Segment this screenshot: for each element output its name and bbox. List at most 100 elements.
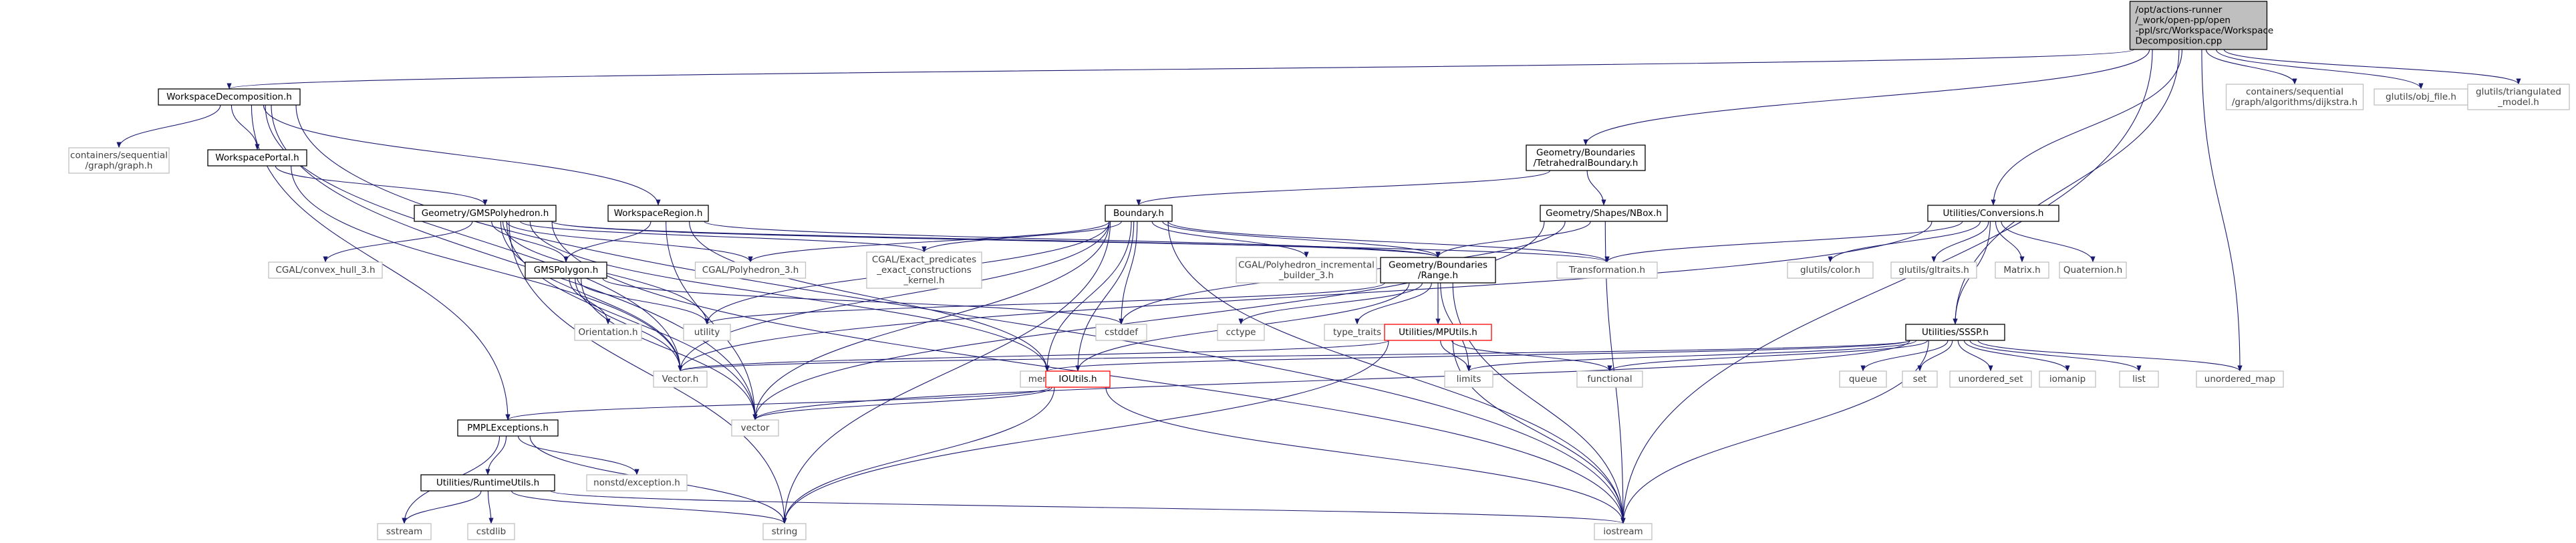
edge-boundary-to-vector_h	[678, 221, 1110, 372]
node-label-graph_h: /graph/graph.h	[86, 160, 153, 171]
node-box-cgal_inc	[1236, 257, 1377, 284]
node-label-dijkstra: containers/sequential	[2246, 86, 2343, 97]
edge-runtime-to-iostream	[550, 490, 1626, 524]
edge-wsregion-to-range	[704, 221, 1441, 258]
node-sssp[interactable]: Utilities/SSSP.h	[1905, 324, 2005, 341]
edge-boundary-to-range	[1162, 221, 1441, 258]
node-cstddef: cstddef	[1095, 324, 1147, 341]
node-box-cstdlib	[467, 523, 515, 540]
edge-sssp-to-unordered_map	[1977, 340, 2243, 372]
node-box-cgal_hull	[268, 261, 383, 279]
node-label-set: set	[1913, 374, 1927, 385]
node-vector: vector	[731, 419, 779, 437]
node-label-nbox: Geometry/Shapes/NBox.h	[1546, 208, 1662, 219]
edge-sssp-to-list	[1969, 340, 2142, 372]
node-box-trimodel	[2467, 84, 2570, 110]
node-orientation: Orientation.h	[574, 324, 642, 341]
edge-range-to-iostream	[1452, 282, 1626, 524]
node-box-list	[2119, 370, 2159, 388]
node-box-cctype	[1217, 324, 1265, 341]
node-queue: queue	[1839, 370, 1887, 388]
node-box-sssp	[1905, 324, 2005, 341]
node-cgal_hull: CGAL/convex_hull_3.h	[268, 261, 383, 279]
node-box-matrix	[1995, 261, 2049, 279]
edge-range-to-utility	[704, 282, 1385, 325]
node-ioutils[interactable]: IOUtils.h	[1045, 370, 1111, 388]
node-pmplexc[interactable]: PMPLExceptions.h	[457, 419, 559, 437]
node-box-runtime	[420, 474, 555, 492]
node-box-limits	[1444, 370, 1493, 388]
edge-wsportal-to-gmspoly	[275, 165, 488, 206]
node-wsregion[interactable]: WorkspaceRegion.h	[607, 205, 709, 222]
node-box-pmplexc	[457, 419, 559, 437]
node-box-iostream	[1594, 523, 1653, 540]
node-label-iostream: iostream	[1603, 526, 1642, 537]
node-box-color	[1787, 261, 1874, 279]
edge-boundary-to-iostream	[1167, 221, 1626, 524]
edge-conversions-to-color	[1828, 221, 1981, 263]
edge-tetra-to-nbox	[1586, 170, 1606, 206]
edge-wsportal-to-vector_h	[291, 165, 683, 372]
edge-root-to-unordered_map	[2201, 49, 2243, 372]
edge-ioutils-to-vector	[752, 387, 1052, 421]
node-conversions[interactable]: Utilities/Conversions.h	[1927, 205, 2059, 222]
node-transformation: Transformation.h	[1556, 261, 1658, 279]
edge-sssp-to-vector_h	[678, 340, 1910, 372]
edge-boundary-to-cgal_inc	[1151, 221, 1309, 258]
edge-boundary-to-ioutils	[1075, 221, 1135, 372]
node-label-root: /opt/actions-runner	[2136, 5, 2223, 15]
node-wsportal[interactable]: WorkspacePortal.h	[207, 149, 307, 167]
node-box-quaternion	[2059, 261, 2127, 279]
node-iomanip: iomanip	[2039, 370, 2096, 388]
node-gmspolygon[interactable]: GMSPolygon.h	[525, 261, 607, 279]
edge-root-to-wsdecomp	[227, 49, 2135, 90]
edge-root-to-conversions	[1991, 49, 2182, 206]
node-mputils[interactable]: Utilities/MPUtils.h	[1384, 324, 1492, 341]
node-range[interactable]: Geometry/Boundaries/Range.h	[1380, 257, 1496, 284]
node-label-iomanip: iomanip	[2049, 374, 2086, 385]
node-label-wsportal: WorkspacePortal.h	[215, 152, 299, 163]
node-runtime[interactable]: Utilities/RuntimeUtils.h	[420, 474, 555, 492]
edge-runtime-to-sstream	[402, 490, 482, 524]
node-label-root: /_work/open-pp/open	[2136, 15, 2231, 25]
node-root[interactable]: /opt/actions-runner/_work/open-pp/open-p…	[2129, 1, 2274, 50]
edge-root-to-trimodel	[2223, 49, 2521, 85]
edge-gmspoly-to-gmspolygon	[491, 221, 569, 263]
edge-ioutils-to-iostream	[1105, 387, 1626, 524]
node-box-gmspolygon	[525, 261, 607, 279]
node-boundary[interactable]: Boundary.h	[1105, 205, 1173, 222]
edge-gmspoly-to-memory	[529, 221, 1050, 372]
node-box-queue	[1839, 370, 1887, 388]
node-gmspoly[interactable]: Geometry/GMSPolyhedron.h	[414, 205, 557, 222]
node-box-conversions	[1927, 205, 2059, 222]
edge-layer	[116, 49, 2521, 524]
node-label-vector: vector	[741, 423, 770, 433]
node-string: string	[762, 523, 807, 540]
node-list: list	[2119, 370, 2159, 388]
edge-sssp-to-set	[1917, 340, 1953, 372]
node-gltraits: glutils/gltraits.h	[1890, 261, 1977, 279]
node-graph_h: containers/sequential/graph/graph.h	[68, 147, 170, 174]
node-cgal_poly: CGAL/Polyhedron_3.h	[694, 261, 807, 279]
node-layer: /opt/actions-runner/_work/open-pp/open-p…	[68, 1, 2570, 540]
node-box-cgal_exact	[866, 251, 982, 289]
node-box-utility	[683, 324, 731, 341]
node-label-runtime: Utilities/RuntimeUtils.h	[436, 477, 539, 488]
edge-mputils-to-vector_h	[678, 340, 1389, 372]
node-nbox[interactable]: Geometry/Shapes/NBox.h	[1540, 205, 1668, 222]
edge-gmspoly-to-vector	[506, 221, 758, 421]
node-unordered_set: unordered_set	[1949, 370, 2032, 388]
node-tetra[interactable]: Geometry/Boundaries/TetrahedralBoundary.…	[1526, 144, 1646, 171]
edge-wsdecomp-to-iostream	[295, 104, 1626, 524]
node-label-functional: functional	[1587, 374, 1632, 385]
node-label-cgal_inc: _builder_3.h	[1278, 270, 1334, 281]
node-box-vector_h	[653, 370, 708, 388]
node-box-mputils	[1384, 324, 1492, 341]
node-wsdecomp[interactable]: WorkspaceDecomposition.h	[158, 88, 301, 106]
node-label-boundary: Boundary.h	[1113, 208, 1164, 219]
edge-nbox-to-vector	[752, 221, 1545, 421]
edge-root-to-objfile	[2216, 49, 2424, 90]
edge-sssp-to-limits	[1466, 340, 1917, 372]
edge-wsregion-to-memory	[689, 221, 1050, 372]
